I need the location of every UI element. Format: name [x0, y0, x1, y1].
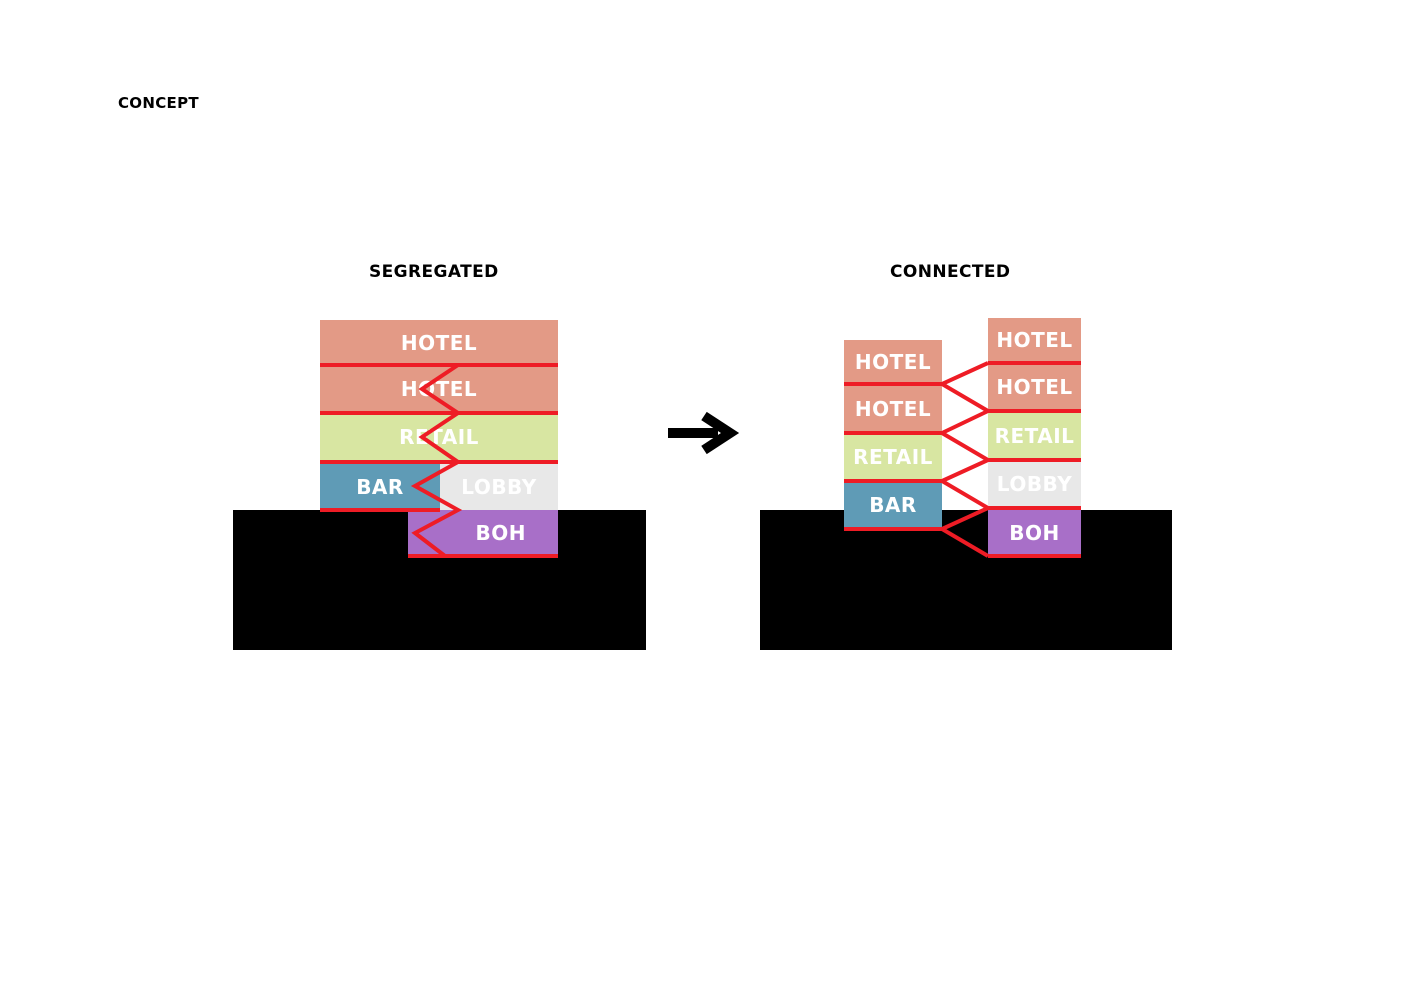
seg-retail-block: RETAIL [320, 414, 558, 460]
con-right-boh-block: BOH [988, 509, 1081, 556]
segregated-title: SEGREGATED [369, 262, 499, 282]
con-left-hotel-block-2: HOTEL [844, 385, 942, 432]
connected-title: CONNECTED [890, 262, 1011, 282]
con-right-lobby-block: LOBBY [988, 461, 1081, 507]
seg-bar-block: BAR [320, 463, 440, 510]
arrow-right-icon [668, 411, 740, 455]
con-right-retail-block: RETAIL [988, 412, 1081, 459]
seg-boh-block: BOH [408, 510, 558, 556]
con-left-bar-block: BAR [844, 482, 942, 528]
seg-hotel-block-1: HOTEL [320, 320, 558, 366]
seg-lobby-block: LOBBY [440, 463, 558, 510]
con-right-hotel-block-2: HOTEL [988, 364, 1081, 410]
connected-base [760, 510, 1172, 650]
page-title: CONCEPT [118, 94, 199, 112]
con-right-hotel-block-1: HOTEL [988, 318, 1081, 362]
con-left-hotel-block-1: HOTEL [844, 340, 942, 383]
con-left-retail-block: RETAIL [844, 434, 942, 480]
seg-hotel-block-2: HOTEL [320, 366, 558, 412]
